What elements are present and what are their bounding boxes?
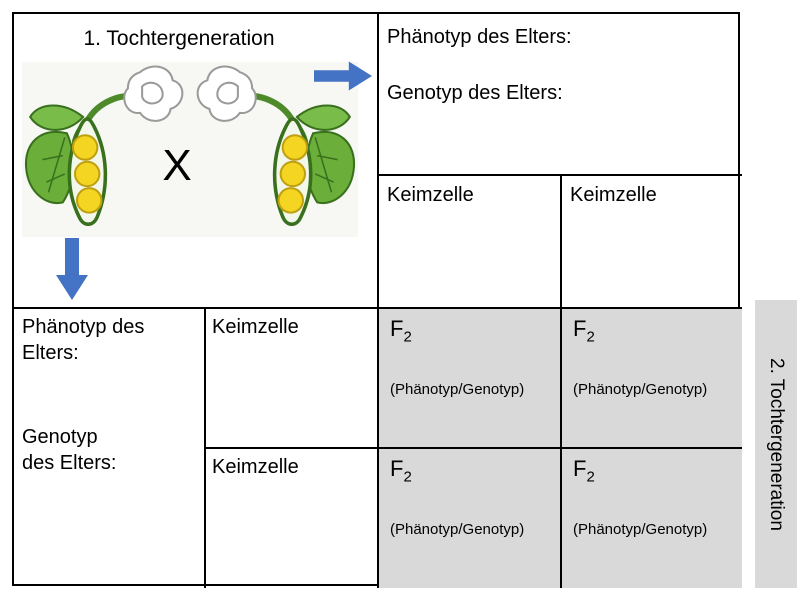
- f2-label: F2: [573, 455, 729, 491]
- punnett-table: 1. Tochtergeneration: [12, 12, 742, 588]
- f2-label-text: F: [390, 316, 404, 341]
- f2-label-text: F: [573, 456, 587, 481]
- pea-plant-image: [22, 62, 190, 237]
- f2-label-sub: 2: [586, 328, 595, 346]
- f2-note: (Phänotyp/Genotyp): [573, 521, 708, 539]
- gamete-cell-left-top: Keimzelle: [212, 316, 299, 338]
- cross-symbol: X: [162, 141, 192, 190]
- f2-cell-bg: [560, 307, 742, 447]
- f2-result-cell-4: F2 (Phänotyp/Genotyp): [560, 447, 742, 588]
- f2-generation-sidebar: 2. Tochtergeneration: [755, 300, 797, 588]
- pea-plant-image-mirrored: [190, 62, 358, 237]
- f2-label-text: F: [390, 456, 404, 481]
- parent-top-phenotype-label: Phänotyp des Elters:: [387, 26, 572, 48]
- f2-label-sub: 2: [586, 468, 595, 486]
- f2-result-cell-1: F2 (Phänotyp/Genotyp): [377, 307, 560, 447]
- f2-label: F2: [390, 455, 547, 491]
- divider: [377, 14, 379, 588]
- parent-top-cell: Phänotyp des Elters: Genotyp des Elters:: [387, 24, 732, 106]
- f2-label: F2: [573, 315, 729, 351]
- divider: [560, 174, 562, 588]
- f2-note: (Phänotyp/Genotyp): [390, 521, 525, 539]
- parent-left-phenotype-label: Phänotyp des Elters:: [22, 316, 145, 364]
- parent-left-genotype-label: Genotyp des Elters:: [22, 426, 117, 474]
- divider: [204, 447, 742, 449]
- f2-label: F2: [390, 315, 547, 351]
- f1-generation-title: 1. Tochtergeneration: [83, 27, 275, 50]
- f2-note: (Phänotyp/Genotyp): [390, 381, 525, 399]
- f2-cell-bg: [377, 447, 560, 588]
- f2-label-sub: 2: [403, 328, 412, 346]
- gamete-cell-top-right: Keimzelle: [570, 184, 657, 206]
- divider: [377, 174, 742, 176]
- pea-plant-icon: [196, 65, 355, 227]
- f2-result-cell-2: F2 (Phänotyp/Genotyp): [560, 307, 742, 447]
- parent-top-genotype-label: Genotyp des Elters:: [387, 82, 563, 104]
- f2-cell-bg: [377, 307, 560, 447]
- right-arrow-icon: [314, 61, 372, 91]
- f2-note: (Phänotyp/Genotyp): [573, 381, 708, 399]
- pea-flower-icon: [196, 65, 257, 122]
- f2-generation-side-label: 2. Tochtergeneration: [766, 357, 787, 531]
- f2-label-sub: 2: [403, 468, 412, 486]
- f2-label-text: F: [573, 316, 587, 341]
- f2-result-cell-3: F2 (Phänotyp/Genotyp): [377, 447, 560, 588]
- gamete-cell-top-left: Keimzelle: [387, 184, 474, 206]
- pea-flower-icon: [123, 65, 184, 122]
- down-arrow-icon: [56, 238, 88, 300]
- gamete-cell-left-bottom: Keimzelle: [212, 456, 299, 478]
- pea-plant-icon: [25, 65, 184, 227]
- divider: [14, 307, 742, 309]
- f2-cell-bg: [560, 447, 742, 588]
